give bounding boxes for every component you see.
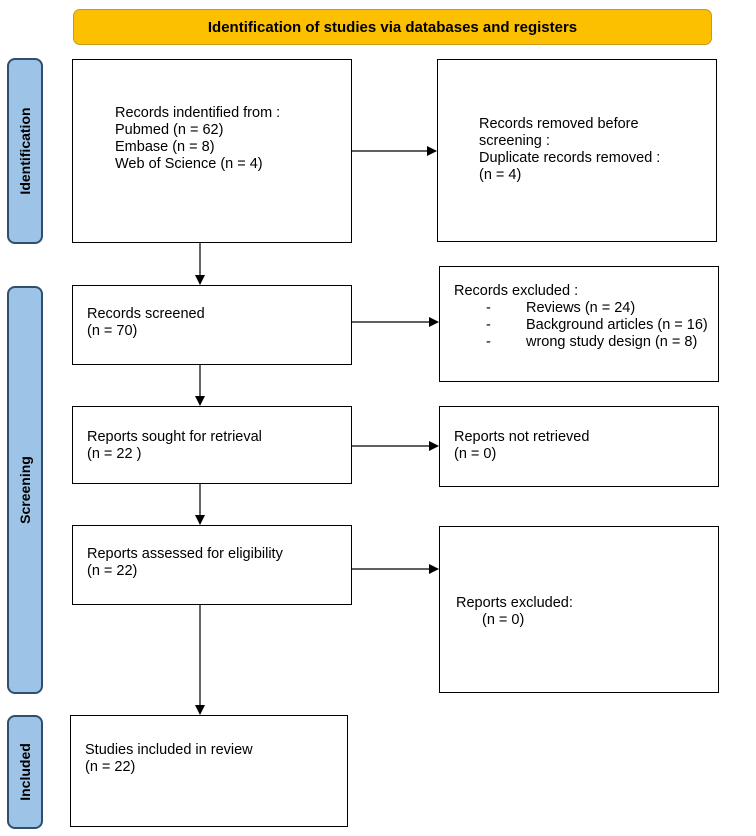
records-removed-line-3: Duplicate records removed : <box>479 150 661 166</box>
reports-sought-line-2: (n = 22 ) <box>87 446 142 462</box>
records-removed-line-1: Records removed before <box>479 116 639 132</box>
records-excluded-item: wrong study design (n = 8) <box>486 334 718 351</box>
reports-sought-box: Reports sought for retrieval (n = 22 ) <box>72 406 352 484</box>
reports-sought-line-1: Reports sought for retrieval <box>87 429 262 445</box>
records-removed-line-2: screening : <box>479 133 550 149</box>
records-screened-box: Records screened (n = 70) <box>72 285 352 365</box>
records-removed-line-4: (n = 4) <box>479 167 522 183</box>
records-removed-box: Records removed before screening : Dupli… <box>437 59 717 242</box>
reports-assessed-box: Reports assessed for eligibility (n = 22… <box>72 525 352 605</box>
studies-included-box: Studies included in review (n = 22) <box>70 715 348 827</box>
reports-not-retrieved-line-1: Reports not retrieved <box>454 429 590 445</box>
phase-label-included: Included <box>7 715 43 829</box>
records-screened-line-1: Records screened <box>87 306 205 322</box>
records-excluded-item: Background articles (n = 16) <box>486 317 718 334</box>
phase-label-identification: Identification <box>7 58 43 244</box>
studies-included-line-2: (n = 22) <box>85 759 136 775</box>
reports-not-retrieved-box: Reports not retrieved (n = 0) <box>439 406 719 487</box>
records-identified-line-2: Pubmed (n = 62) <box>115 122 224 138</box>
records-excluded-box: Records excluded : Reviews (n = 24) Back… <box>439 266 719 382</box>
records-excluded-title: Records excluded : <box>454 283 579 299</box>
reports-not-retrieved-line-2: (n = 0) <box>454 446 497 462</box>
diagram-title: Identification of studies via databases … <box>73 9 712 45</box>
reports-assessed-line-2: (n = 22) <box>87 563 138 579</box>
studies-included-line-1: Studies included in review <box>85 742 253 758</box>
records-identified-line-1: Records indentified from : <box>115 105 281 121</box>
records-identified-box: Records indentified from : Pubmed (n = 6… <box>72 59 352 243</box>
records-screened-line-2: (n = 70) <box>87 323 138 339</box>
reports-excluded-line-2: (n = 0) <box>482 612 525 628</box>
reports-assessed-line-1: Reports assessed for eligibility <box>87 546 283 562</box>
phase-label-screening: Screening <box>7 286 43 694</box>
records-excluded-item: Reviews (n = 24) <box>486 300 718 317</box>
reports-excluded-line-1: Reports excluded: <box>456 595 573 611</box>
records-identified-line-4: Web of Science (n = 4) <box>115 156 263 172</box>
records-identified-line-3: Embase (n = 8) <box>115 139 215 155</box>
reports-excluded-box: Reports excluded: (n = 0) <box>439 526 719 693</box>
